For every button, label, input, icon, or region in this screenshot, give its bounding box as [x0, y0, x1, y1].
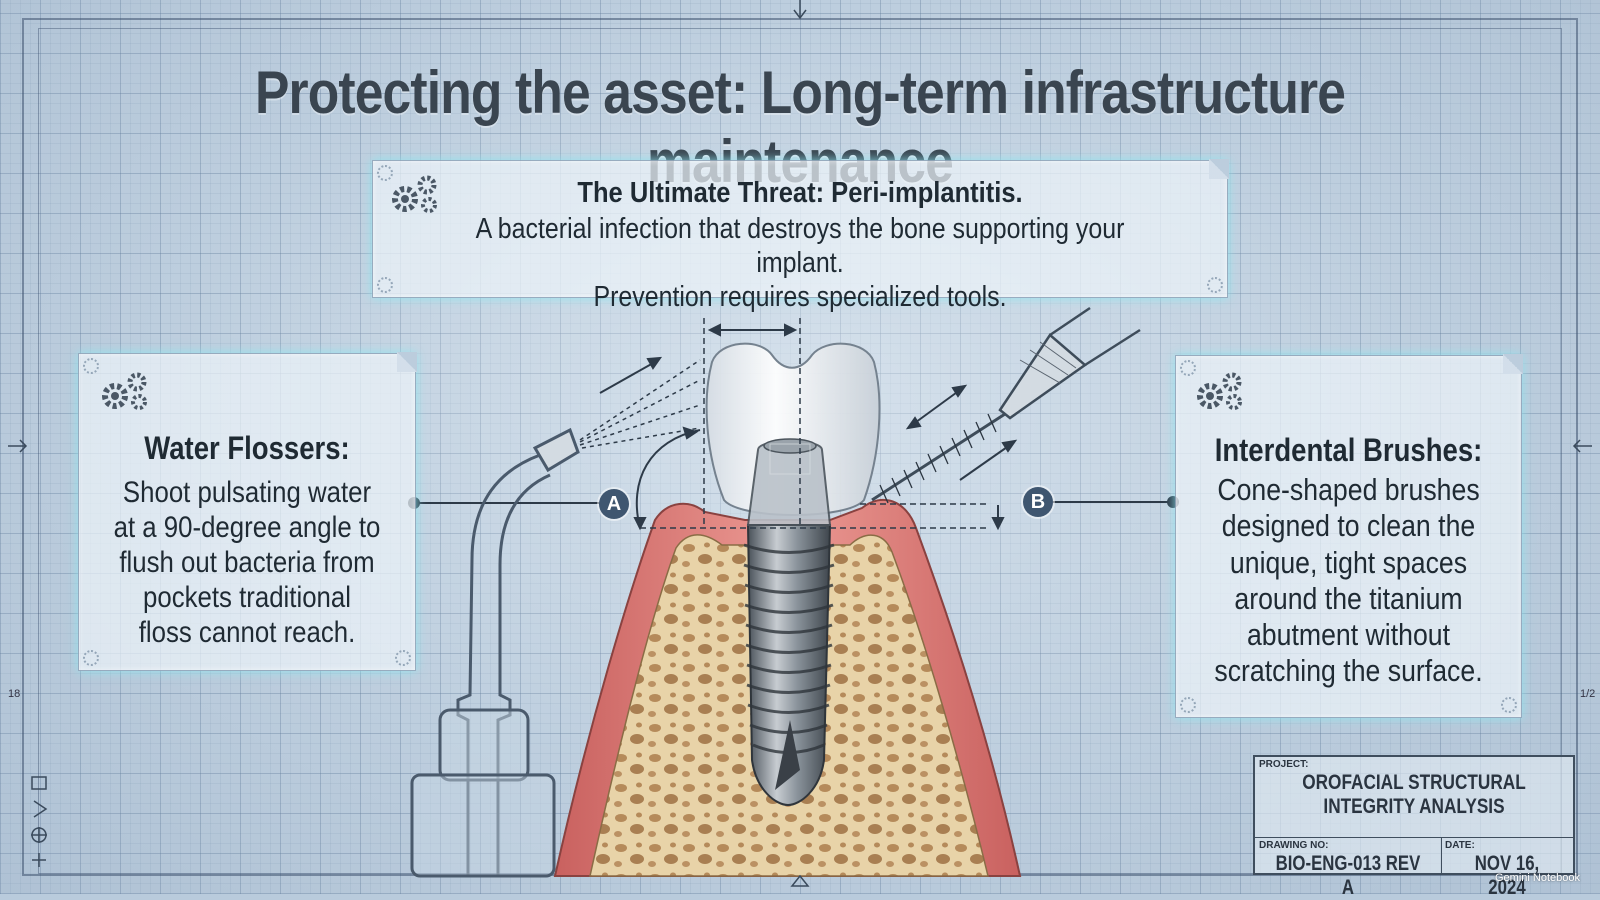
- corner-gear-icon: [1501, 697, 1517, 713]
- description-line: Cone-shaped brushes: [1217, 472, 1480, 507]
- gears-icon: [392, 175, 437, 213]
- date-label: DATE:: [1445, 840, 1475, 851]
- title-block-divider: [1255, 837, 1573, 838]
- threat-line: A bacterial infection that destroys the …: [475, 213, 1125, 279]
- callout-a-marker: A: [599, 489, 629, 519]
- description-line: around the titanium: [1234, 580, 1463, 616]
- corner-gear-icon: [377, 277, 393, 293]
- description-line: designed to clean the: [1221, 508, 1476, 544]
- water-flossers-heading: Water Flossers:: [144, 430, 350, 466]
- corner-gear-icon: [1207, 277, 1223, 293]
- title-block-divider: [1441, 837, 1442, 875]
- title-block: PROJECT: OROFACIAL STRUCTURAL INTEGRITY …: [1253, 755, 1575, 899]
- water-flossers-description: Shoot pulsating water at a 90-degree ang…: [103, 475, 392, 650]
- crown: [705, 342, 881, 516]
- description-line: Shoot pulsating water: [122, 476, 372, 509]
- right-margin-mark: 1/2: [1580, 688, 1596, 700]
- water-flossers-panel: Water Flossers: Shoot pulsating water at…: [78, 352, 417, 671]
- watermark: Gemini Notebook: [1495, 872, 1580, 884]
- description-line: unique, tight spaces: [1229, 544, 1468, 580]
- description-line: pockets traditional: [143, 581, 351, 615]
- project-name-line: OROFACIAL STRUCTURAL: [1302, 771, 1526, 794]
- threat-line: Prevention requires specialized tools.: [593, 280, 1007, 313]
- page-fold: [1503, 354, 1523, 374]
- drawing-number: BIO-ENG-013 REV A: [1275, 852, 1421, 899]
- water-flosser: [410, 427, 580, 878]
- interdental-brushes-heading: Interdental Brushes:: [1214, 432, 1483, 468]
- date-value: NOV 16, 2024: [1474, 852, 1540, 899]
- description-line: abutment without: [1246, 617, 1451, 653]
- threat-panel: The Ultimate Threat: Peri-implantitis. A…: [372, 159, 1229, 313]
- left-margin-mark: 18: [8, 688, 21, 700]
- corner-gear-icon: [83, 358, 99, 374]
- implant-fixture: [743, 524, 835, 807]
- project-label: PROJECT:: [1259, 759, 1309, 770]
- corner-gear-icon: [377, 165, 393, 181]
- corner-gear-icon: [1180, 697, 1196, 713]
- corner-gear-icon: [395, 650, 411, 666]
- drawing-number-label: DRAWING NO:: [1259, 840, 1329, 851]
- corner-gear-icon: [83, 650, 99, 666]
- description-line: at a 90-degree angle to: [113, 511, 381, 545]
- callout-b-marker: B: [1023, 487, 1053, 517]
- gears-icon: [102, 372, 147, 410]
- side-toolbar-icons: [31, 776, 48, 867]
- threat-description: A bacterial infection that destroys the …: [433, 213, 1167, 315]
- corner-gear-icon: [1180, 360, 1196, 376]
- description-line: floss cannot reach.: [138, 616, 356, 650]
- page-fold: [1209, 159, 1229, 179]
- gears-icon: [1197, 372, 1242, 410]
- project-name: OROFACIAL STRUCTURAL INTEGRITY ANALYSIS: [1284, 771, 1545, 819]
- threat-heading: The Ultimate Threat: Peri-implantitis.: [577, 177, 1023, 209]
- description-line: scratching the surface.: [1214, 653, 1483, 689]
- interdental-brush: [871, 306, 1141, 504]
- project-name-line: INTEGRITY ANALYSIS: [1323, 795, 1505, 818]
- interdental-brushes-description: Cone-shaped brushes designed to clean th…: [1200, 472, 1497, 690]
- page-fold: [397, 352, 417, 372]
- description-line: flush out bacteria from: [119, 546, 375, 580]
- interdental-brushes-panel: Interdental Brushes: Cone-shaped brushes…: [1175, 354, 1523, 718]
